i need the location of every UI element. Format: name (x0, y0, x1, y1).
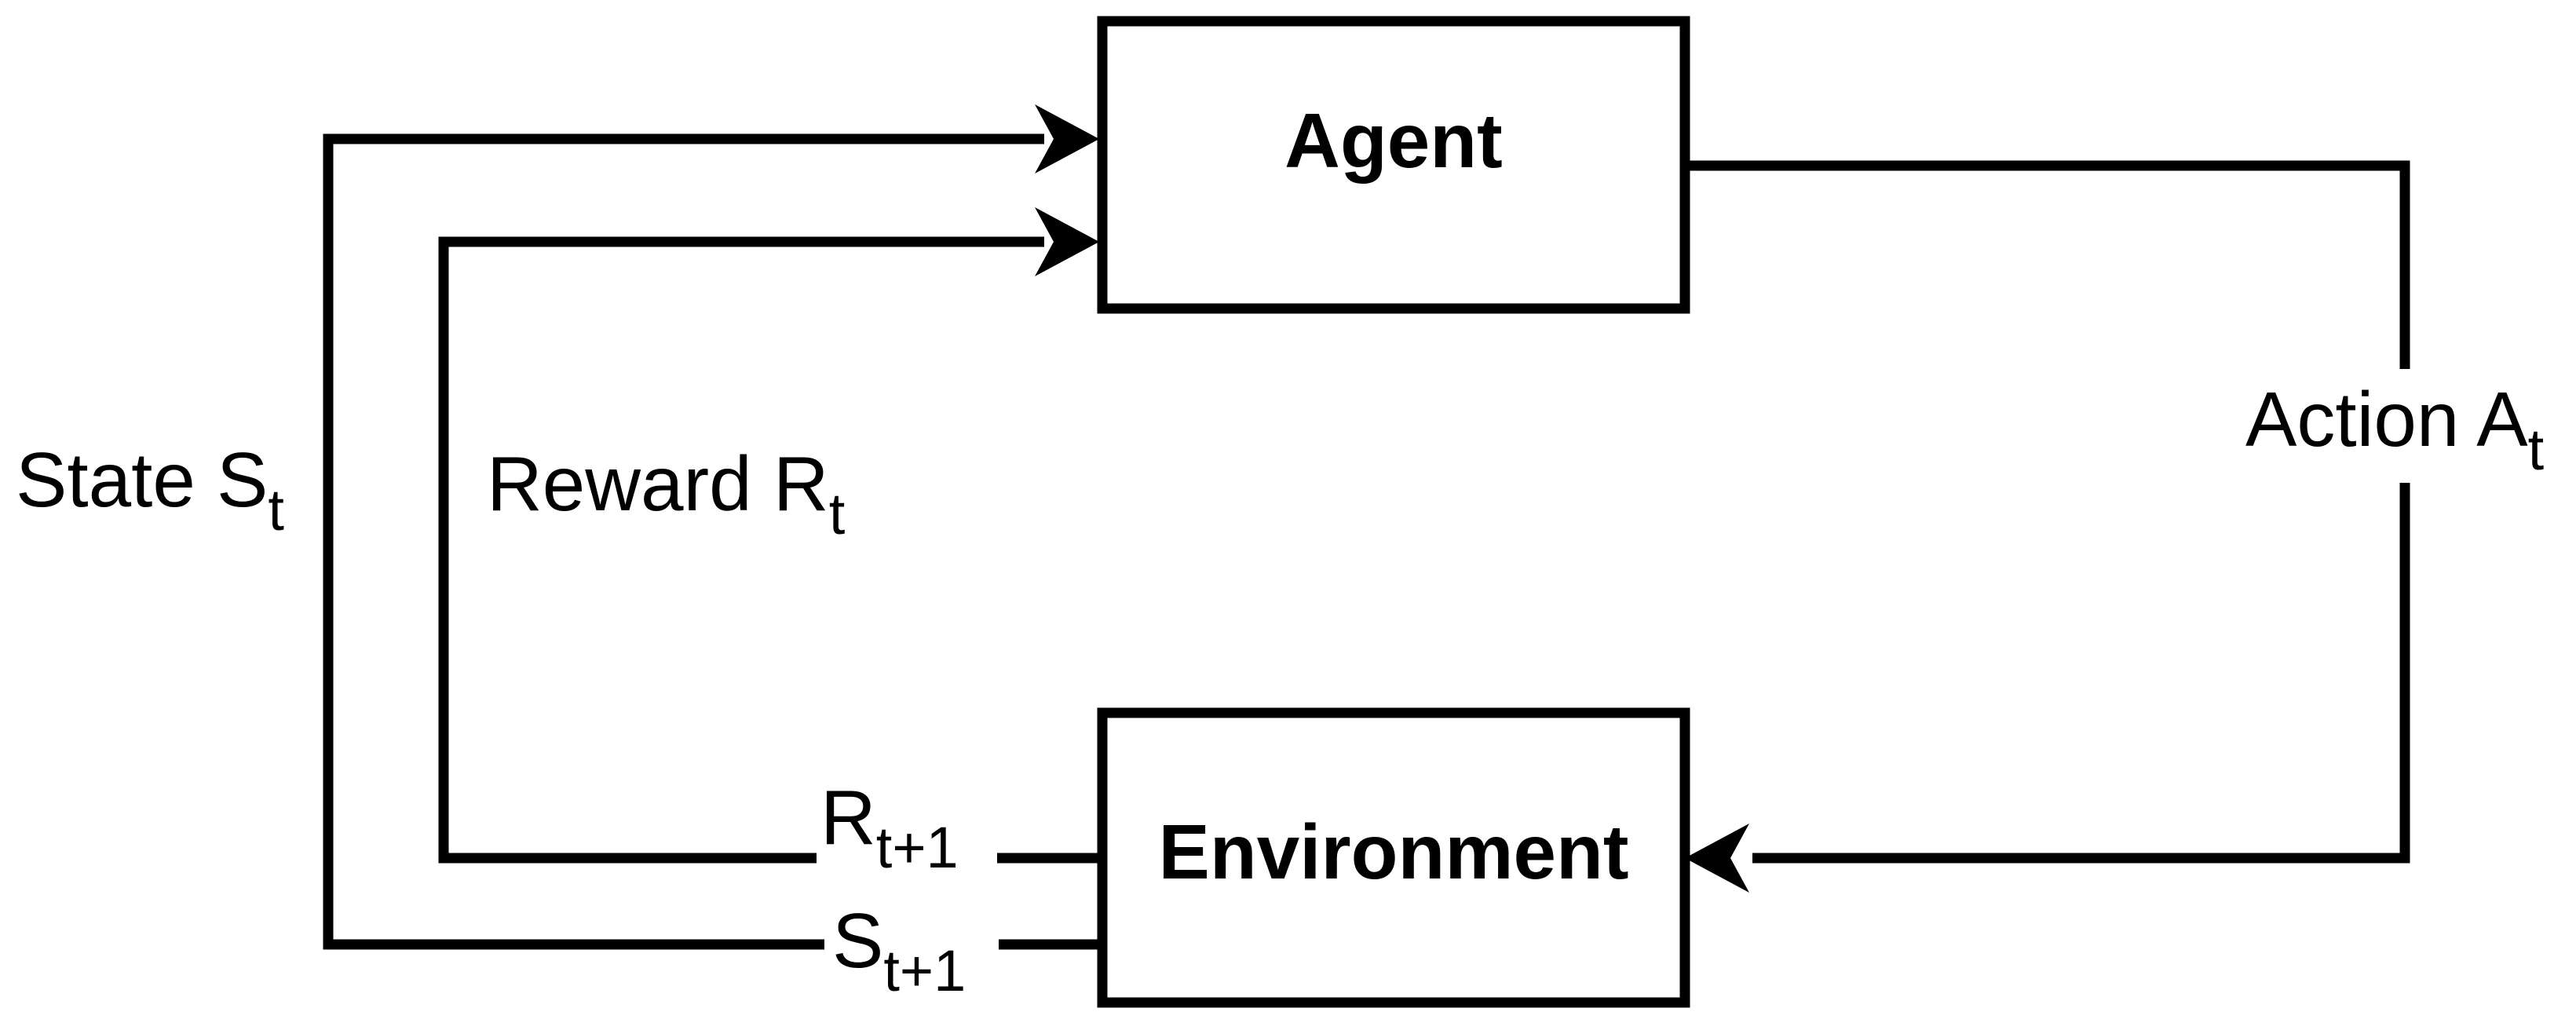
action-line (1685, 160, 2410, 864)
action-label-sub: t (2528, 417, 2545, 482)
reward-loop-line (438, 236, 1102, 864)
next-state-label: St+1 (832, 897, 966, 1003)
reward-arrowhead (1035, 207, 1099, 276)
next-state-label-gap (824, 911, 999, 981)
environment-box (1097, 707, 1690, 1008)
next-state-label-sub: t+1 (883, 938, 966, 1003)
action-arrowhead (1685, 824, 1749, 893)
reward-label: Reward Rt (487, 440, 846, 546)
next-reward-label-sub: t+1 (876, 815, 959, 880)
action-label: Action At (2245, 376, 2545, 482)
state-loop-line (323, 133, 1102, 950)
action-label-main: Action A (2245, 376, 2528, 462)
next-reward-label-gap (817, 824, 997, 895)
state-arrowhead (1035, 104, 1099, 173)
action-label-gap (2355, 369, 2567, 483)
environment-label: Environment (1159, 809, 1629, 895)
reward-label-main: Reward R (487, 440, 829, 527)
state-label-main: State S (16, 436, 268, 523)
agent-label: Agent (1284, 97, 1503, 184)
next-reward-label: Rt+1 (820, 774, 959, 880)
next-reward-label-main: R (820, 774, 876, 860)
state-label-sub: t (268, 477, 284, 542)
reward-label-sub: t (829, 481, 846, 546)
next-state-label-main: S (832, 897, 883, 984)
agent-box (1097, 16, 1690, 314)
state-label: State St (16, 436, 284, 542)
